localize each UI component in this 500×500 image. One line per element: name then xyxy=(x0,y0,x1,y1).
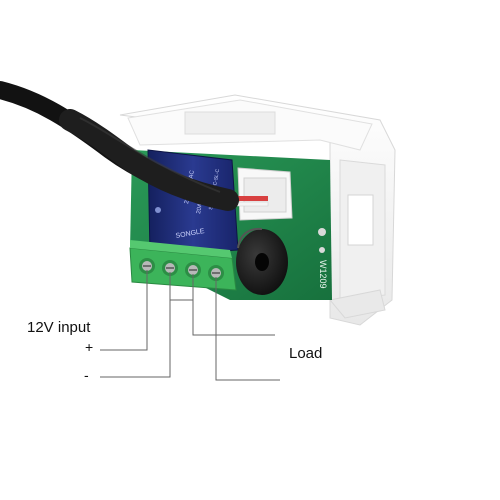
plus-leader xyxy=(100,270,148,351)
sensor-connector xyxy=(231,167,293,221)
terminal-screw-1 xyxy=(139,258,155,274)
minus-label: - xyxy=(84,367,89,383)
relay-ce-mark xyxy=(155,207,161,213)
input-label: 12V input xyxy=(27,319,91,336)
minus-leader xyxy=(100,272,171,378)
red-wire xyxy=(232,196,268,201)
buzzer xyxy=(236,227,288,295)
plus-label: + xyxy=(85,339,94,355)
terminal-screw-4 xyxy=(208,265,224,281)
probe-cable xyxy=(0,81,239,211)
load-leader xyxy=(215,277,280,381)
pcb-marking: W1209 xyxy=(318,260,328,289)
housing xyxy=(119,94,396,326)
terminal-screw-2 xyxy=(162,260,178,276)
load-bracket xyxy=(192,300,275,336)
terminal-screw-3 xyxy=(185,262,201,278)
terminal-block xyxy=(129,240,237,291)
load-label: Load xyxy=(289,345,323,362)
wiring-lines xyxy=(100,270,280,381)
